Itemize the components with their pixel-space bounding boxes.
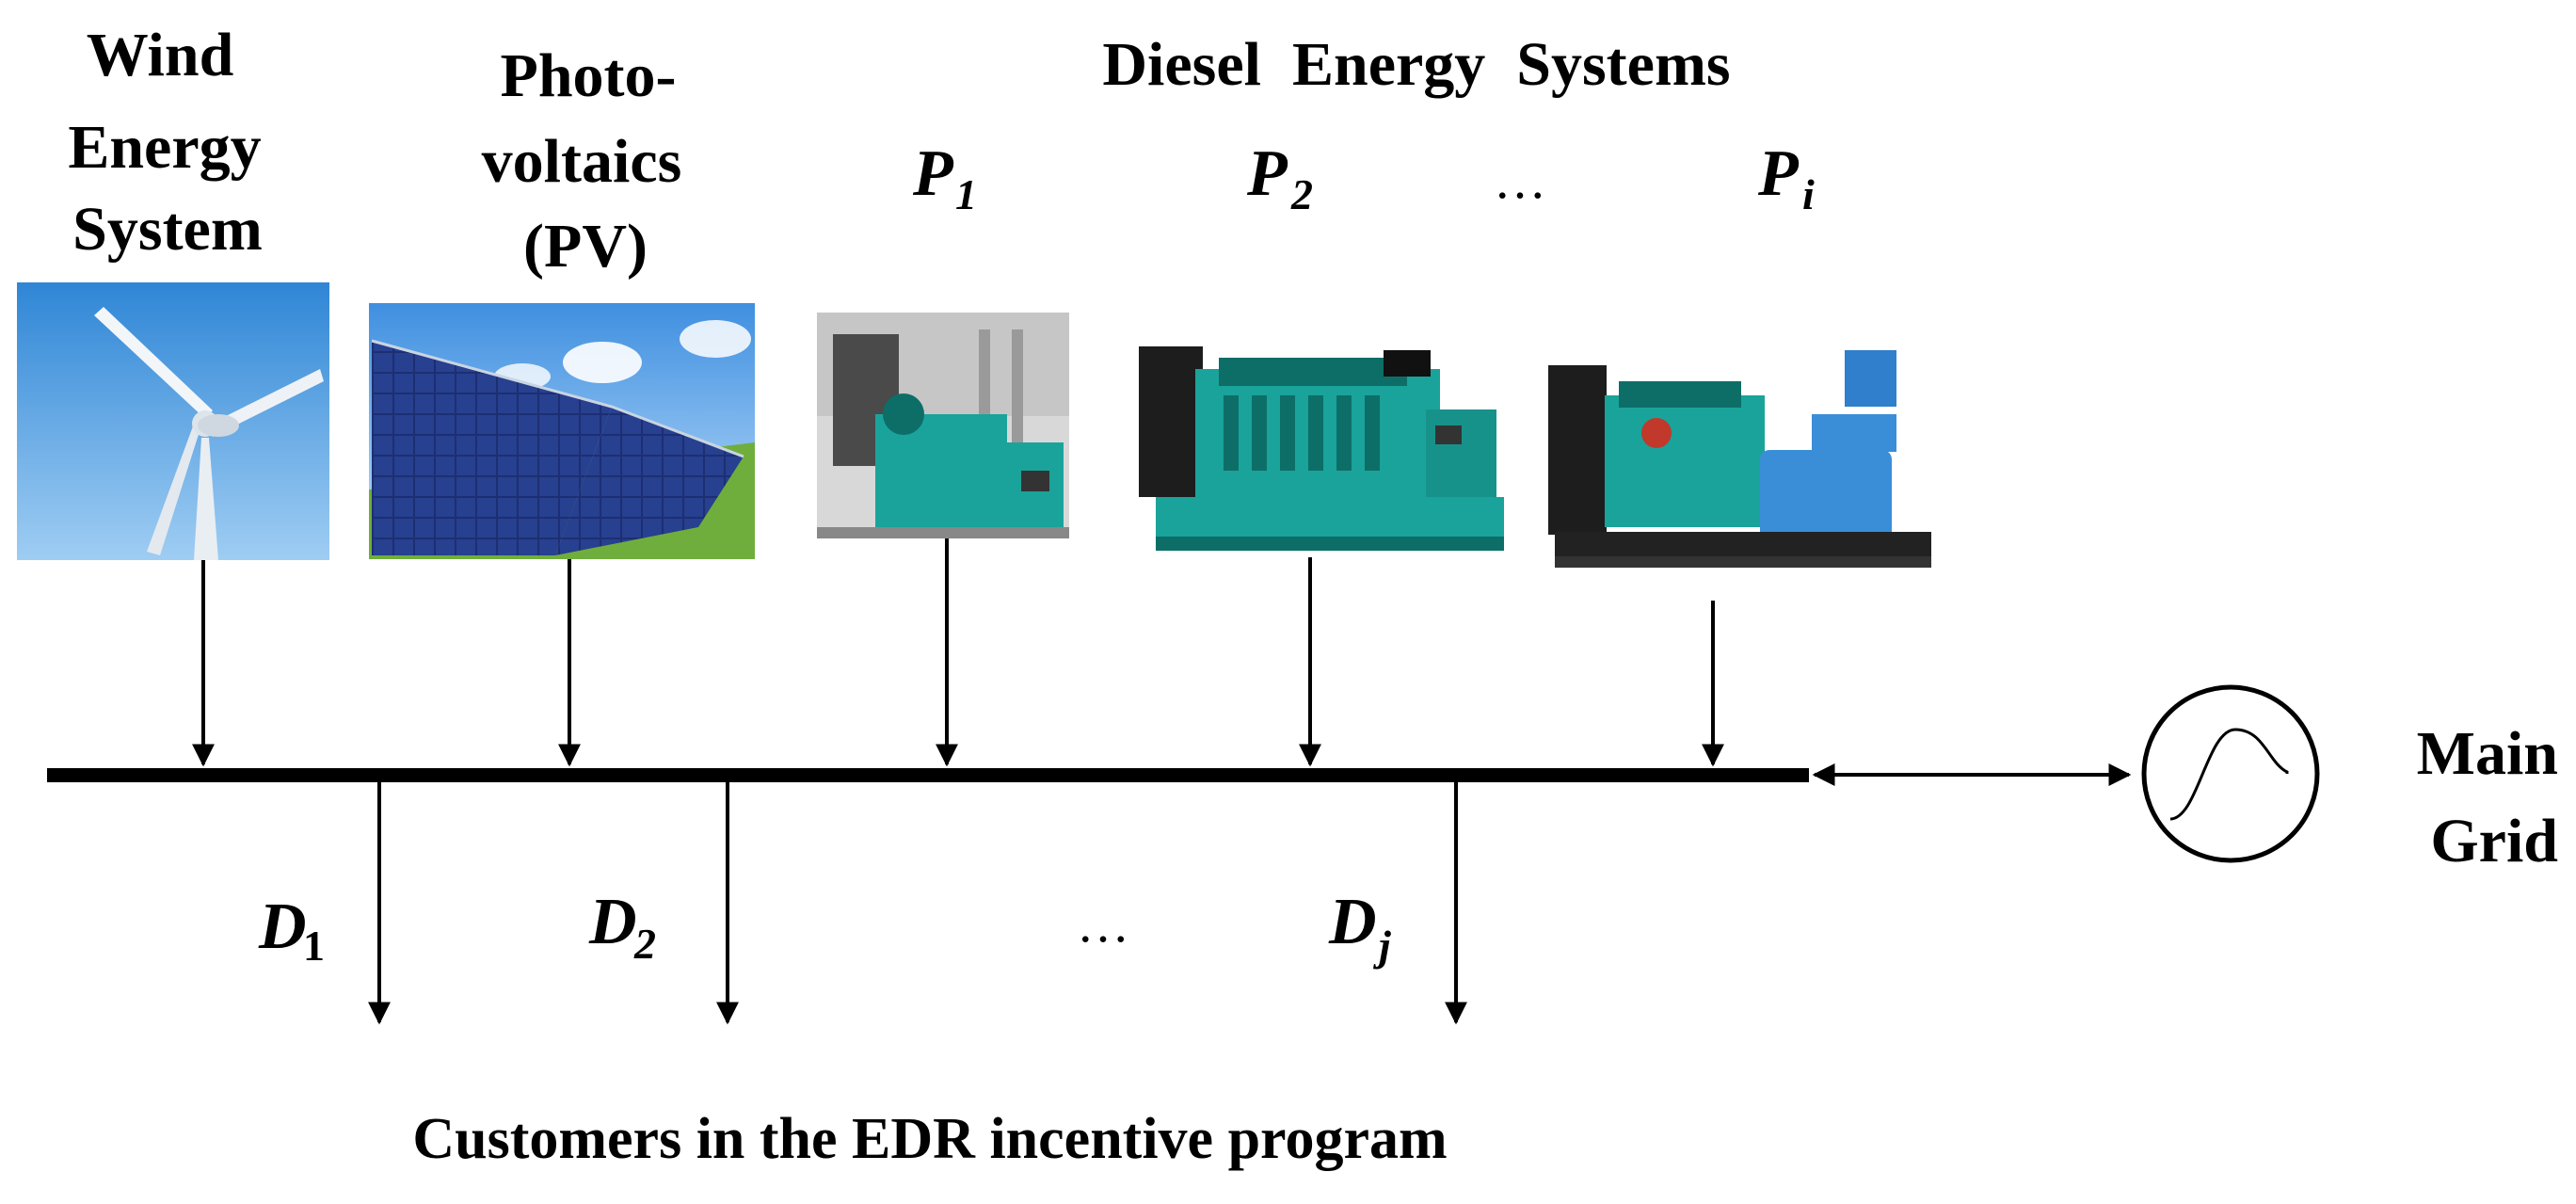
generator-subscript: 1: [955, 170, 977, 218]
load-symbol: D: [1328, 886, 1377, 958]
wind-label-line2: Energy: [68, 113, 261, 182]
load-label-dj: D j: [1328, 886, 1391, 970]
generator-ellipsis: …: [1494, 152, 1546, 210]
pv-label-line3: (PV): [523, 212, 648, 281]
load-ellipsis: …: [1077, 895, 1129, 954]
customers-caption: Customers in the EDR incentive program: [412, 1107, 1447, 1171]
source-feeders: [192, 538, 1724, 767]
wind-label: Wind Energy System: [68, 21, 262, 264]
generator-symbol: P: [912, 137, 954, 210]
generator-subscript: i: [1802, 170, 1815, 218]
generator-label-p2: P 2: [1246, 137, 1313, 218]
main-grid-label-line1: Main: [2417, 719, 2558, 788]
pv-label: Photo- voltaics (PV): [482, 41, 682, 281]
generator-symbol: P: [1246, 137, 1288, 210]
load-symbol: D: [588, 886, 637, 958]
wind-turbine-image: [17, 282, 329, 560]
diesel-generator-pi-image: [1544, 350, 1937, 598]
wind-label-line1: Wind: [87, 21, 234, 89]
diesel-generator-p1-image: [817, 313, 1069, 538]
generator-subscript: 2: [1290, 170, 1313, 218]
generator-label-p1: P 1: [912, 137, 977, 218]
load-subscript: 2: [633, 920, 656, 968]
wind-label-line3: System: [72, 195, 263, 264]
generator-symbol: P: [1757, 137, 1800, 210]
pv-label-line2: voltaics: [482, 127, 682, 196]
diesel-title: Diesel Energy Systems: [1102, 30, 1730, 99]
load-subscript: 1: [303, 922, 325, 970]
load-label-d2: D 2: [588, 886, 656, 968]
pv-label-line1: Photo-: [501, 41, 677, 110]
load-label-d1: D 1: [258, 891, 325, 970]
main-grid-source-icon: [2141, 684, 2320, 863]
bus-bar: [47, 768, 1809, 782]
load-symbol: D: [258, 891, 307, 963]
main-grid-label-line2: Grid: [2430, 807, 2558, 875]
diesel-generator-p2-image: [1118, 339, 1518, 557]
pv-panel-image: [369, 303, 755, 559]
load-feeders: [368, 782, 1467, 1025]
generator-label-pi: P i: [1757, 137, 1815, 218]
